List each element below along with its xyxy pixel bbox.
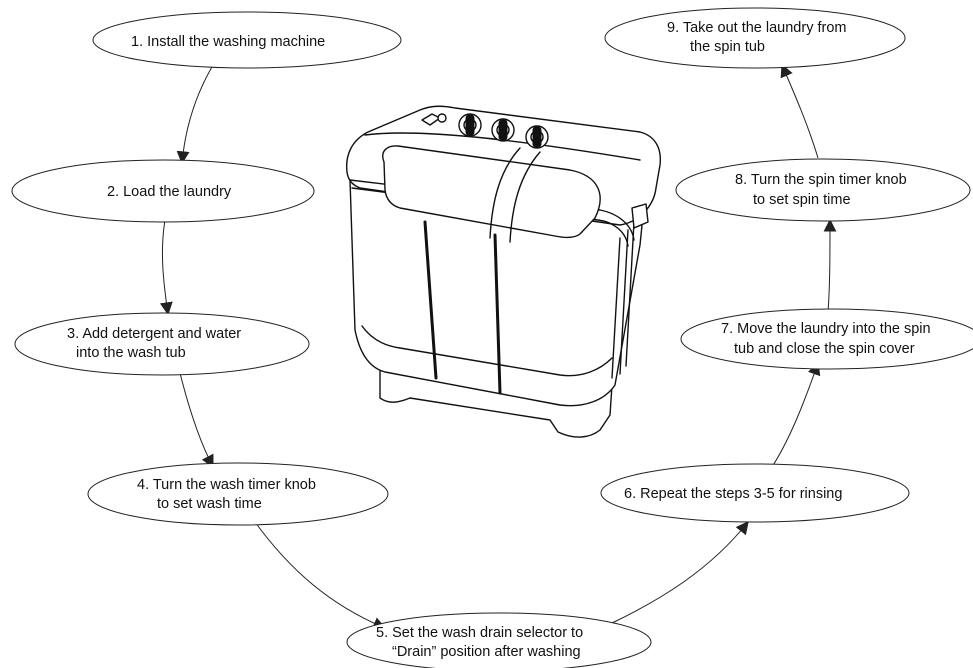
arrow-7-to-8 (823, 218, 837, 313)
arrow-8-to-9 (780, 63, 819, 159)
step-7-node: 7. Move the laundry into the spin tub an… (680, 308, 973, 370)
step-4-node: 4. Turn the wash timer knob to set wash … (87, 462, 389, 526)
step-8-node: 8. Turn the spin timer knob to set spin … (675, 158, 971, 222)
knob-1 (458, 113, 482, 137)
arrow-5-to-6 (611, 520, 749, 624)
knob-3 (525, 125, 549, 149)
arrow-1-to-2 (176, 56, 219, 165)
step-9-node: 9. Take out the laundry from the spin tu… (604, 7, 906, 69)
step-3-label: 3. Add detergent and water into the wash… (67, 326, 245, 361)
arrow-3-to-4 (179, 372, 214, 469)
arrow-4-to-5 (254, 521, 387, 630)
step-7-label: 7. Move the laundry into the spin tub an… (721, 321, 935, 357)
step-1-node: 1. Install the washing machine (92, 11, 402, 69)
step-9-label: 9. Take out the laundry from the spin tu… (667, 20, 851, 55)
washing-machine-illustration (345, 105, 662, 438)
step-2-label: 2. Load the laundry (107, 184, 232, 200)
flow-arrows (159, 56, 837, 630)
arrow-2-to-3 (159, 219, 173, 316)
arrow-6-to-7 (769, 361, 821, 471)
step-1-label: 1. Install the washing machine (131, 34, 325, 50)
step-8-label: 8. Turn the spin timer knob to set spin … (735, 172, 911, 208)
step-4-label: 4. Turn the wash timer knob to set wash … (137, 477, 320, 512)
step-6-node: 6. Repeat the steps 3-5 for rinsing (600, 463, 910, 523)
step-3-node: 3. Add detergent and water into the wash… (14, 312, 310, 376)
step-5-label: 5. Set the wash drain selector to “Drain… (376, 625, 587, 660)
step-5-node: 5. Set the wash drain selector to “Drain… (346, 612, 652, 668)
step-6-label: 6. Repeat the steps 3-5 for rinsing (624, 486, 842, 502)
knob-2 (491, 118, 515, 142)
step-2-node: 2. Load the laundry (11, 159, 315, 223)
